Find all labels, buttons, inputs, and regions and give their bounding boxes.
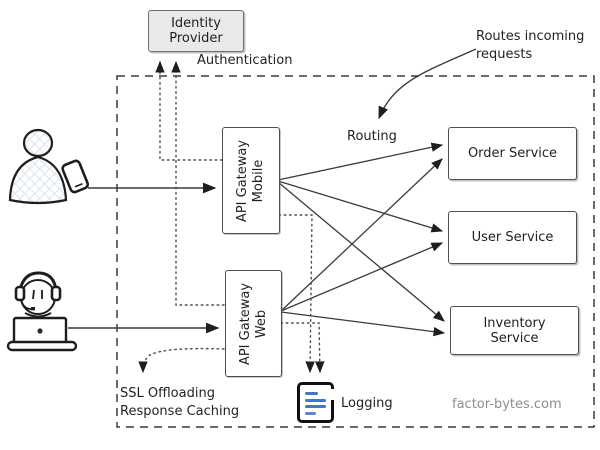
mobile-gw-to-order-arrow xyxy=(277,142,444,181)
identity-provider-node: Identity Provider xyxy=(148,10,244,52)
inventory-service-label: Inventory Service xyxy=(483,315,546,346)
logging-label: Logging xyxy=(341,396,393,411)
logging-icon-notch xyxy=(331,389,334,400)
api-gateway-mobile-line2: Mobile xyxy=(251,159,266,202)
system-boundary xyxy=(116,75,595,428)
user-service-node: User Service xyxy=(448,211,577,264)
web-user-icon xyxy=(6,271,78,352)
api-gateway-web-line1: API Gateway xyxy=(237,282,253,365)
web-gw-to-inventory-arrow xyxy=(280,311,446,337)
routing-label: Routing xyxy=(347,129,397,144)
identity-provider-label: Identity Provider xyxy=(169,16,223,46)
api-gateway-web-line2: Web xyxy=(253,309,269,338)
api-gateway-mobile-node: API Gateway Mobile xyxy=(222,127,280,234)
mobile-gw-auth-arrow xyxy=(155,60,223,161)
user-service-label: User Service xyxy=(471,230,554,245)
mobile-gw-logging-arrow xyxy=(278,214,315,374)
api-gateway-mobile-line1: API Gateway xyxy=(234,139,250,222)
order-service-label: Order Service xyxy=(467,146,558,161)
authentication-label: Authentication xyxy=(197,53,293,68)
web-gw-to-user-arrow xyxy=(280,242,444,312)
mobile-gw-to-inventory-arrow xyxy=(277,181,445,322)
inventory-service-node: Inventory Service xyxy=(450,306,579,355)
mobile-user-icon xyxy=(8,128,90,205)
ssl-offloading-label: SSL Offloading xyxy=(120,386,215,401)
routes-incoming-note: Routes incoming requests xyxy=(476,29,585,62)
response-caching-label: Response Caching xyxy=(120,404,240,419)
routes-note-arrow xyxy=(378,48,477,120)
web-gw-to-order-arrow xyxy=(280,158,443,312)
watermark: factor-bytes.com xyxy=(452,397,562,412)
mobile-gw-to-user-arrow xyxy=(277,180,444,233)
web-gw-auth-arrow xyxy=(171,60,225,306)
api-gateway-web-node: API Gateway Web xyxy=(225,270,282,377)
logging-document-icon xyxy=(297,382,334,423)
web-gw-logging-arrow xyxy=(280,322,325,374)
order-service-node: Order Service xyxy=(448,127,577,180)
web-gw-ssl-arrow xyxy=(138,347,225,374)
